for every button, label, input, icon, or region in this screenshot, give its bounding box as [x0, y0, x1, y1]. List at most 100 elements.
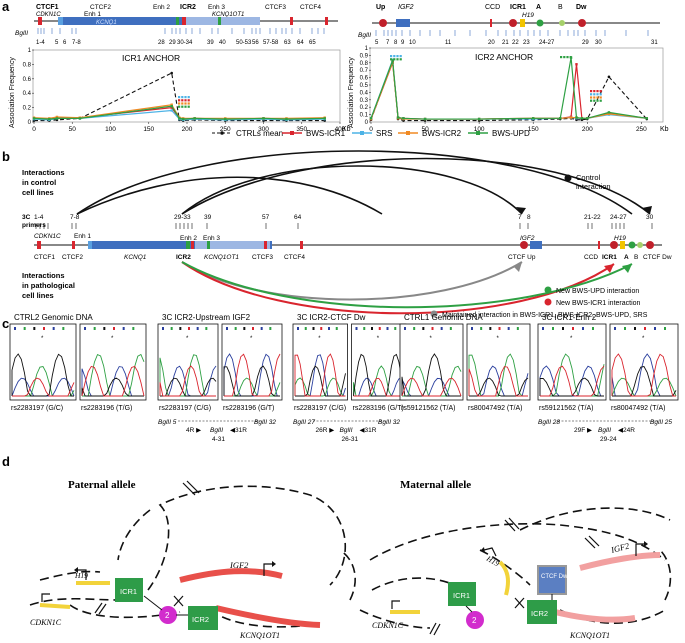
legend-upd: BWS-UPD	[492, 129, 530, 138]
significance-marker	[184, 105, 187, 108]
base-call	[507, 327, 510, 330]
base-call	[103, 327, 106, 330]
up-label: Up	[376, 4, 385, 11]
icr2-anchor-title: ICR2 ANCHOR	[475, 52, 533, 62]
kcnq1-gene	[60, 17, 260, 25]
h19-label: H19	[522, 12, 534, 19]
data-point	[170, 104, 173, 108]
enh2-label: Enh 2	[153, 4, 170, 11]
b-primers: 1-4 7-8 29-33 39 57 64 7 8 21-22 24-27 3…	[34, 214, 654, 221]
base-call	[113, 327, 115, 330]
data-point	[369, 117, 373, 120]
trace	[224, 353, 281, 397]
trace	[12, 377, 75, 397]
b-enh2: Enh 2	[180, 235, 197, 242]
significance-marker	[178, 96, 181, 99]
significance-marker	[566, 56, 569, 59]
data-point	[569, 116, 573, 119]
maternal-icr2: ICR2	[531, 609, 548, 618]
data-point	[423, 117, 427, 121]
kcnq1ot1-label: KCNQ1OT1	[212, 12, 244, 18]
bglii-right: BglII	[358, 32, 371, 39]
b-primer-30: 30	[646, 214, 654, 221]
data-point	[559, 117, 562, 120]
panel-b-legend: New BWS-UPD interaction New BWS-ICR1 int…	[430, 286, 648, 319]
maternal-kcnq1ot1: KCNQ1OT1	[569, 631, 610, 640]
snp-label: rs2283196 (G/T)	[353, 405, 404, 412]
right-xunit: Kb	[660, 126, 669, 133]
panel-a-legend: CTRLs mean BWS-ICR1 SRS BWS-ICR2 BWS-UPD	[212, 129, 530, 138]
chromatogram-box	[292, 323, 348, 401]
significance-marker	[390, 55, 393, 58]
significance-marker	[181, 96, 184, 99]
b-h19: H19	[614, 235, 626, 242]
significance-marker	[599, 90, 602, 93]
primer-label: 7-8	[72, 40, 81, 46]
x-tick-label: 200	[582, 126, 593, 133]
significance-marker	[599, 93, 602, 96]
paternal-icr1: ICR1	[120, 587, 137, 596]
primer-label: 30-34	[177, 40, 193, 46]
trace	[81, 365, 145, 397]
c-map-right: BglII 32	[254, 419, 276, 426]
data-point	[575, 63, 578, 66]
base-call	[440, 327, 443, 330]
chromatogram-box	[157, 323, 219, 401]
b-primer-7-8: 7-8	[70, 214, 80, 221]
maternal-icr1: ICR1	[453, 591, 470, 600]
snp-label: rs2283196 (G/T)	[223, 405, 274, 412]
snp-marker: *	[111, 336, 114, 342]
primer-label: 8	[394, 40, 398, 46]
control-legend-dot	[564, 174, 572, 182]
base-call	[328, 327, 330, 330]
significance-marker	[590, 96, 593, 99]
b-cdkn1c: CDKN1C	[34, 233, 61, 240]
base-call	[33, 327, 36, 330]
b-primer-21-22: 21-22	[584, 214, 601, 221]
panel-c-label: c	[2, 316, 9, 331]
base-call	[14, 327, 16, 330]
c-map-mid3: ◀31R	[230, 427, 247, 434]
primer-label: 28	[158, 40, 165, 46]
significance-marker	[599, 96, 602, 99]
significance-marker	[593, 93, 596, 96]
y-tick-label: 0.1	[360, 113, 369, 119]
b-igf2: IGF2	[520, 235, 535, 242]
panel-c-chromatograms: CTRL2 Genomic DNA*rs2283197 (G/C)*rs2283…	[9, 313, 679, 443]
base-call	[664, 327, 666, 330]
snp-label: rs80047492 (T/A)	[611, 405, 665, 412]
base-call	[234, 327, 237, 330]
paternal-icr2-box	[188, 606, 218, 630]
primer-label: 39	[207, 40, 214, 46]
b-ctcf2: CTCF2	[62, 254, 83, 261]
kcnq1-gene-label: KCNQ1	[96, 20, 117, 26]
chromatogram-box	[537, 323, 607, 401]
left-ylabel: Association Frequency	[9, 57, 16, 128]
trace	[540, 365, 605, 397]
base-call	[471, 327, 473, 330]
primer-label: 50-53	[236, 40, 252, 46]
c-map-mid3: ◀31R	[360, 427, 377, 434]
significance-marker	[596, 96, 599, 99]
significance-marker	[187, 99, 190, 102]
significance-marker	[596, 99, 599, 102]
data-point	[178, 117, 181, 120]
a-label: A	[536, 4, 541, 11]
x-tick-label: 50	[421, 126, 429, 133]
chromatogram-box	[351, 323, 407, 401]
y-tick-label: 1	[28, 48, 32, 54]
base-call	[226, 327, 228, 330]
dw-label: Dw	[576, 4, 587, 11]
c-title-0: CTRL2 Genomic DNA	[14, 313, 93, 322]
base-call	[378, 327, 381, 330]
significance-marker	[569, 56, 572, 59]
primer-label: 30	[595, 40, 602, 46]
panel-a-left-map: CTCF1 CDKN1C CTCF2 Enh 1 Enh 2 ICR2 Enh …	[15, 4, 338, 46]
y-tick-label: 0	[28, 120, 32, 126]
primer-label: 1-4	[36, 40, 45, 46]
significance-marker	[599, 99, 602, 102]
right-ylabel: Association Frequency	[348, 57, 355, 128]
trace	[540, 353, 605, 397]
base-call	[394, 327, 397, 330]
panel-b-label: b	[2, 149, 10, 164]
